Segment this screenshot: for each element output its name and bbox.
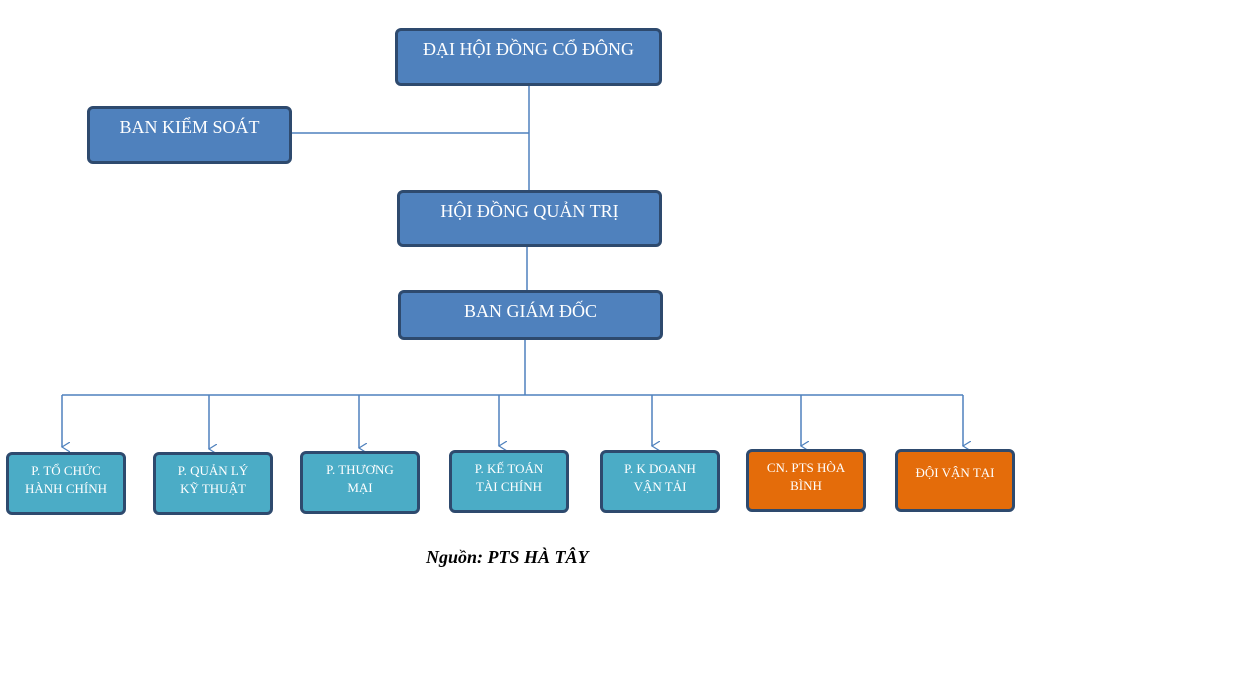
department-box-commerce: P. THƯƠNG MẠI <box>300 451 420 514</box>
department-label: P. K DOANH VẬN TẢI <box>624 461 696 494</box>
department-box-technical: P. QUẢN LÝ KỸ THUẬT <box>153 452 273 515</box>
department-box-transport-business: P. K DOANH VẬN TẢI <box>600 450 720 513</box>
supervisory-board-box: BAN KIỂM SOÁT <box>87 106 292 164</box>
supervisory-board-label: BAN KIỂM SOÁT <box>119 117 260 137</box>
management-label: BAN GIÁM ĐỐC <box>463 301 597 321</box>
board-of-directors-label: HỘI ĐỒNG QUẢN TRỊ <box>440 201 619 221</box>
shareholders-meeting-box: ĐẠI HỘI ĐỒNG CỔ ĐÔNG <box>395 28 662 86</box>
source-caption: Nguồn: PTS HÀ TÂY <box>426 547 589 567</box>
board-of-directors-box: HỘI ĐỒNG QUẢN TRỊ <box>397 190 662 247</box>
department-label: P. THƯƠNG MẠI <box>326 462 394 495</box>
department-label: P. QUẢN LÝ KỸ THUẬT <box>177 463 249 496</box>
branch-label: CN. PTS HÒA BÌNH <box>766 460 846 493</box>
department-box-admin: P. TỔ CHỨC HÀNH CHÍNH <box>6 452 126 515</box>
department-box-finance: P. KẾ TOÁN TÀI CHÍNH <box>449 450 569 513</box>
department-label: P. KẾ TOÁN TÀI CHÍNH <box>474 461 544 494</box>
management-box: BAN GIÁM ĐỐC <box>398 290 663 340</box>
department-label: P. TỔ CHỨC HÀNH CHÍNH <box>25 463 107 496</box>
branch-box-transport-team: ĐỘI VẬN TẠI <box>895 449 1015 512</box>
shareholders-meeting-label: ĐẠI HỘI ĐỒNG CỔ ĐÔNG <box>423 39 634 59</box>
branch-box-hoa-binh: CN. PTS HÒA BÌNH <box>746 449 866 512</box>
branch-label: ĐỘI VẬN TẠI <box>915 465 995 480</box>
